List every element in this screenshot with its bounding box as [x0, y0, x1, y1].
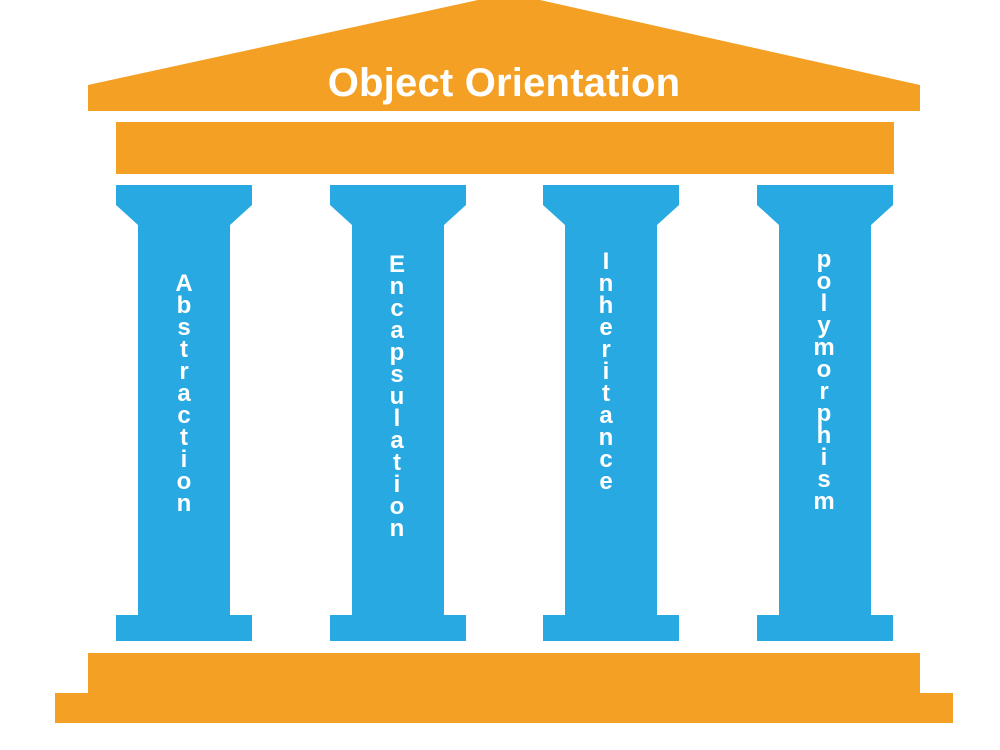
- pillar-label-letter: a: [599, 402, 613, 429]
- pillar-label-letter: e: [599, 468, 613, 495]
- pillar-label-letter: t: [180, 424, 188, 451]
- pillar-label-letter: r: [819, 378, 829, 405]
- pillar-label-letter: h: [598, 292, 614, 319]
- pillar-label-letter: m: [813, 334, 835, 361]
- pillar-label-letter: n: [598, 270, 614, 297]
- pillar-label-letter: s: [177, 314, 191, 341]
- pillar-1: [116, 185, 252, 641]
- pillar-label-letter: o: [816, 356, 832, 383]
- pillar-label-letter: o: [176, 468, 192, 495]
- pillar-label-letter: p: [816, 246, 832, 273]
- pillar-label-letter: a: [390, 427, 404, 454]
- pillar-label-letter: y: [817, 312, 831, 339]
- diagram-title: Object Orientation: [327, 60, 681, 105]
- pillar-label-letter: a: [390, 317, 404, 344]
- pillar-label-letter: c: [599, 446, 613, 473]
- pillar-label-letter: o: [816, 268, 832, 295]
- pillar-label-letter: t: [602, 380, 610, 407]
- pillar-label-letter: n: [176, 490, 192, 517]
- roof-pediment: [88, 0, 920, 111]
- pillar-4: [757, 185, 893, 641]
- pillar-label-letter: s: [390, 361, 404, 388]
- pillar-label-letter: t: [180, 336, 188, 363]
- pillar-label-letter: r: [601, 336, 611, 363]
- architrave-beam: [116, 122, 894, 174]
- pillar-label-letter: c: [390, 295, 404, 322]
- pillar-label-letter: I: [602, 248, 610, 275]
- pillar-label-letter: m: [813, 488, 835, 515]
- pillar-label-letter: E: [388, 251, 405, 278]
- pillar-label-letter: h: [816, 422, 832, 449]
- pillar-3: [543, 185, 679, 641]
- pillar-label-letter: n: [389, 515, 405, 542]
- pillar-label-letter: u: [389, 383, 405, 410]
- pillar-label-letter: l: [393, 405, 401, 432]
- pillar-label-letter: p: [816, 400, 832, 427]
- pillar-label-letter: e: [599, 314, 613, 341]
- pillar-label-letter: p: [389, 339, 405, 366]
- pillar-2: [330, 185, 466, 641]
- pillar-label-letter: l: [820, 290, 828, 317]
- pillar-label-letter: t: [393, 449, 401, 476]
- pillar-label-letter: a: [177, 380, 191, 407]
- pillar-label-letter: b: [176, 292, 192, 319]
- base-upper-step: [88, 653, 920, 693]
- pillar-label-letter: r: [179, 358, 189, 385]
- pillar-label-letter: i: [393, 471, 401, 498]
- pillar-label-letter: o: [389, 493, 405, 520]
- pillar-label-letter: n: [389, 273, 405, 300]
- pillar-label-letter: n: [598, 424, 614, 451]
- base-lower-step: [55, 693, 953, 723]
- pillar-label-letter: A: [175, 270, 193, 297]
- pillar-label-letter: s: [817, 466, 831, 493]
- pillar-label-letter: c: [177, 402, 191, 429]
- pillar-label-letter: i: [820, 444, 828, 471]
- pillar-label-letter: i: [180, 446, 188, 473]
- pillar-label-letter: i: [602, 358, 610, 385]
